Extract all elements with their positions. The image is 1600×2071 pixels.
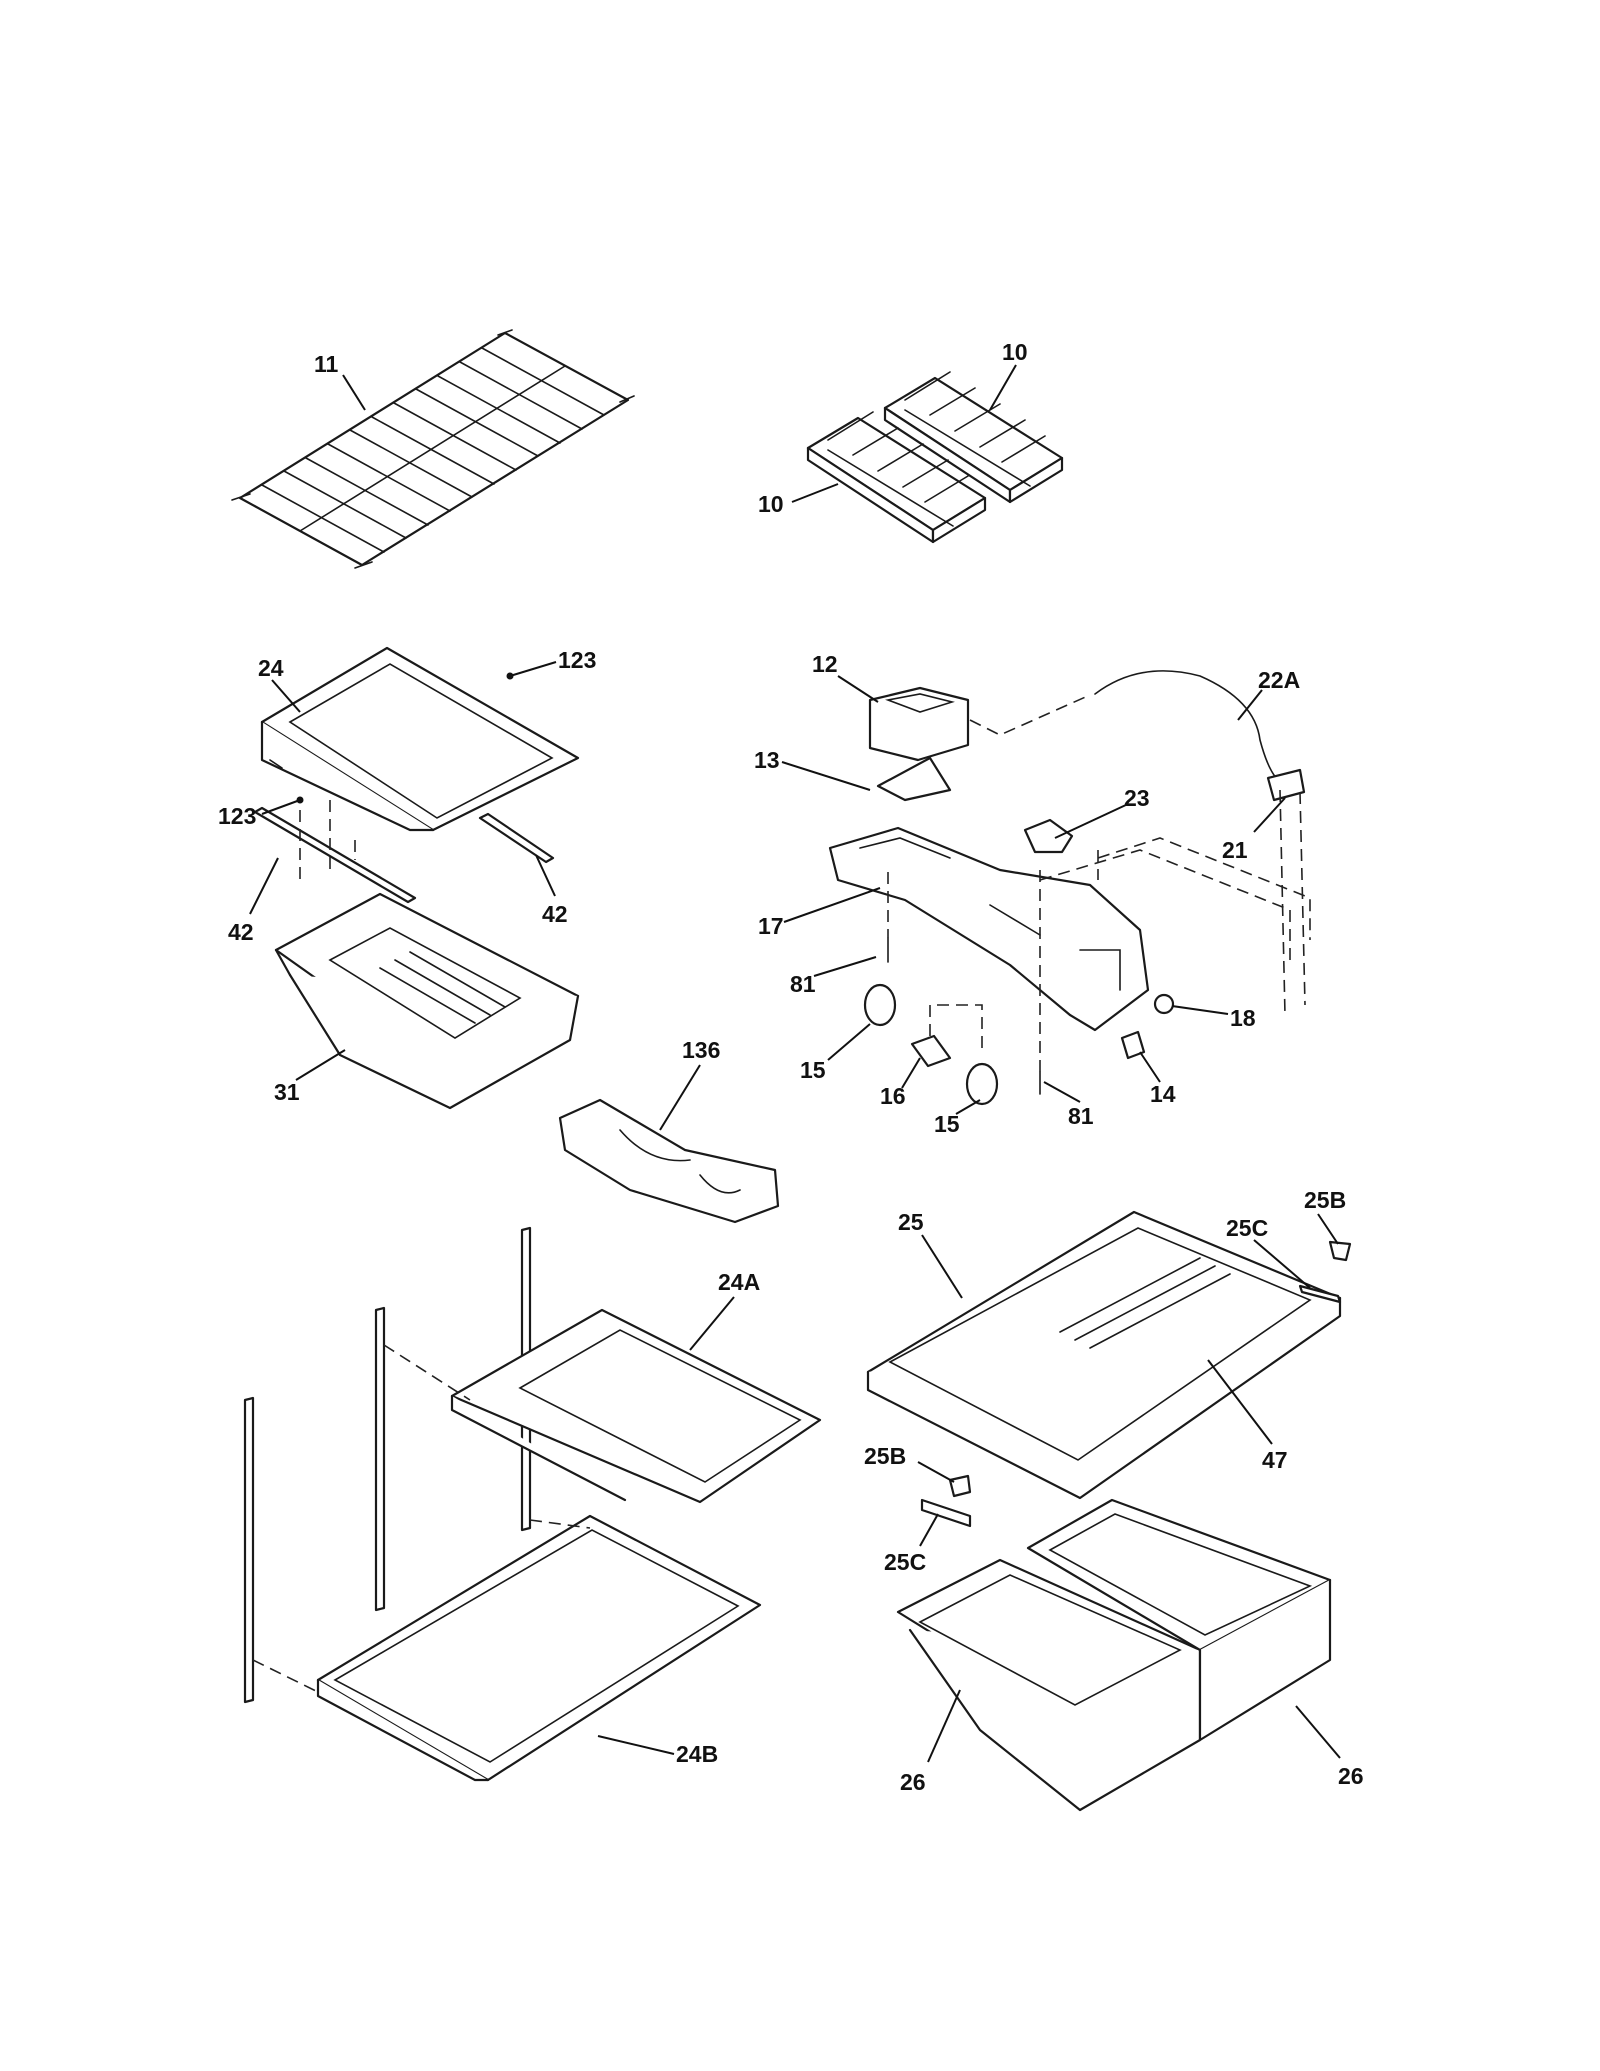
callout-13: 13 — [754, 747, 780, 773]
callout-22A: 22A — [1258, 667, 1300, 693]
part-10-ice-tray-back — [883, 371, 1064, 504]
callout-21: 21 — [1222, 837, 1248, 863]
callout-25: 25 — [898, 1209, 924, 1235]
callout-24A: 24A — [718, 1269, 760, 1295]
callout-23: 23 — [1124, 785, 1150, 811]
part-21-connector — [1266, 768, 1306, 802]
part-24-glass-shelf — [260, 646, 580, 832]
part-31-drawer — [274, 892, 580, 1110]
callout-17: 17 — [758, 913, 784, 939]
callout-136: 136 — [682, 1037, 720, 1063]
callout-10-top: 10 — [1002, 339, 1028, 365]
part-136-holder — [558, 1098, 780, 1224]
callout-11: 11 — [314, 351, 339, 377]
part-26-crisper-left — [896, 1558, 1202, 1812]
callout-16: 16 — [880, 1083, 906, 1109]
callout-81-left: 81 — [790, 971, 816, 997]
screw-dots — [296, 672, 514, 804]
callout-25B-bottom: 25B — [864, 1443, 906, 1469]
callout-25C-top: 25C — [1226, 1215, 1268, 1241]
part-18-plug — [1153, 993, 1175, 1015]
callout-26-left: 26 — [900, 1769, 926, 1795]
callout-15-left: 15 — [800, 1057, 826, 1083]
part-22A-wire-harness — [1094, 670, 1279, 781]
part-25B-clip-bottom — [948, 1474, 972, 1498]
callout-42-left: 42 — [228, 919, 254, 945]
part-15-bulb-right — [965, 1062, 999, 1106]
assembly-lines-upper — [299, 694, 1311, 1072]
callout-18: 18 — [1230, 1005, 1256, 1031]
part-42-slide-rails — [253, 806, 555, 904]
callout-15-right: 15 — [934, 1111, 960, 1137]
part-16-socket — [910, 1034, 952, 1068]
part-25B-clip-top — [1328, 1240, 1352, 1262]
callout-81-right: 81 — [1068, 1103, 1094, 1129]
part-25C-bracket-top — [1298, 1284, 1342, 1304]
callout-31: 31 — [274, 1079, 300, 1105]
part-12-ice-bucket — [868, 686, 970, 762]
callout-123-top: 123 — [558, 647, 596, 673]
callout-25B-top: 25B — [1304, 1187, 1346, 1213]
part-11-wire-shelf — [231, 329, 635, 569]
callout-24: 24 — [258, 655, 284, 681]
part-24B-shelf — [316, 1514, 762, 1782]
part-10-ice-tray-front — [806, 411, 987, 544]
part-17-housing — [828, 826, 1150, 1032]
part-25-crisper-cover — [866, 1210, 1342, 1500]
part-14-switch — [1120, 1030, 1146, 1060]
part-13-chute — [876, 756, 952, 802]
part-23-switch — [1023, 818, 1074, 854]
callout-25C-bottom: 25C — [884, 1549, 926, 1575]
leader-lines — [249, 364, 1341, 1763]
part-15-bulb-left — [863, 983, 897, 1027]
callout-26-right: 26 — [1338, 1763, 1364, 1789]
callout-24B: 24B — [676, 1741, 718, 1767]
callout-47: 47 — [1262, 1447, 1288, 1473]
assembly-lines-lower — [252, 1344, 591, 1693]
callout-14: 14 — [1150, 1081, 1176, 1107]
callout-123-left: 123 — [218, 803, 256, 829]
part-24A-shelf — [450, 1308, 822, 1504]
part-25C-bracket-bottom — [920, 1498, 972, 1528]
callout-12: 12 — [812, 651, 838, 677]
callout-42-right: 42 — [542, 901, 568, 927]
part-26-crisper-right — [1026, 1498, 1332, 1742]
callout-10-bottom: 10 — [758, 491, 784, 517]
part-wall-ladder-rails — [243, 1226, 532, 1704]
